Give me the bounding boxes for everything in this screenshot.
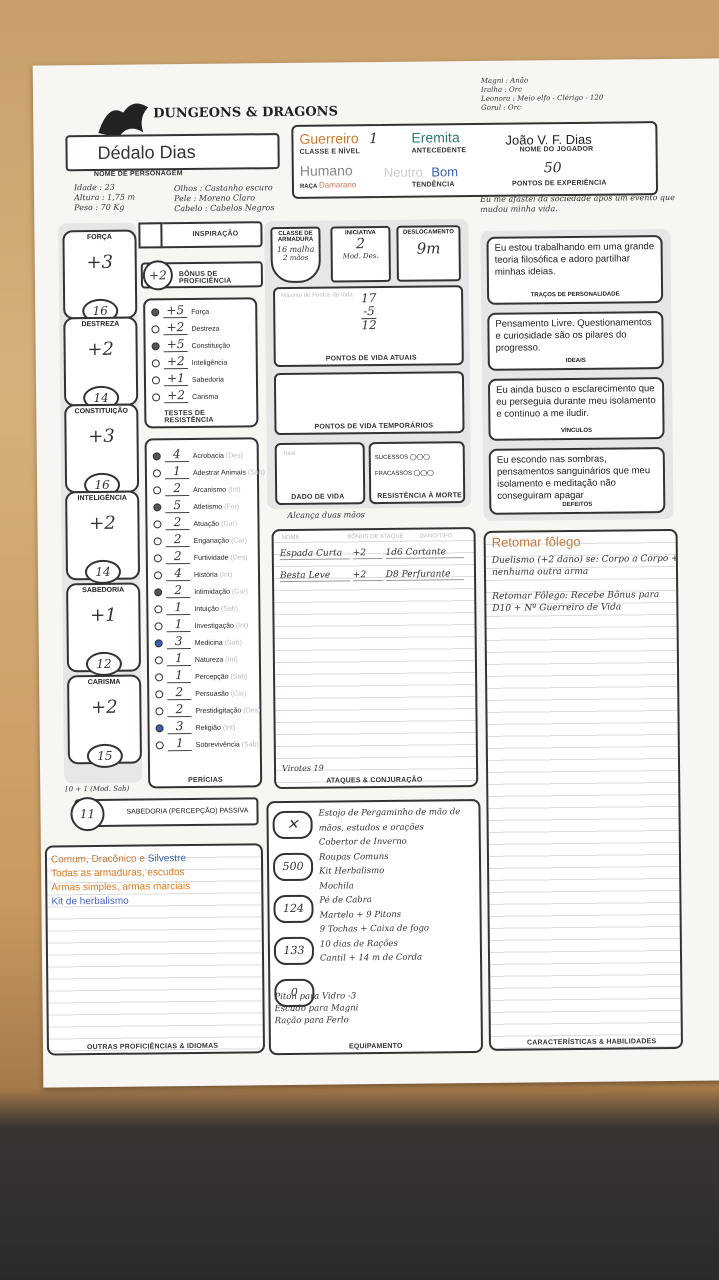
character-name[interactable]: Dédalo Dias — [97, 141, 196, 163]
equipment-extra: Piton para Vidro -3 Escudo para Magni Ra… — [274, 991, 359, 1027]
character-sheet: DUNGEONS & DRAGONS Dédalo Dias NOME DE P… — [32, 58, 719, 1088]
hit-dice-box[interactable]: Total DADO DE VIDA — [274, 442, 366, 506]
equipment-list: Estojo de Pergaminho de mão de mãos, est… — [318, 807, 461, 964]
background-label: ANTECEDENTE — [411, 147, 467, 155]
coin-slot[interactable]: ✕ — [272, 810, 313, 840]
temp-hit-points-box[interactable]: PONTOS DE VIDA TEMPORÁRIOS — [273, 371, 465, 436]
attacks-box: NOME BÔNUS DE ATAQUE DANO/TIPO Espada Cu… — [271, 527, 479, 790]
flaws[interactable]: Eu escondo nas sombras, pensamentos sang… — [488, 447, 666, 515]
ideals[interactable]: Pensamento Livre. Questionamentos e curi… — [487, 311, 664, 371]
personal-notes-2: Olhos : Castanho escuro Pele : Moreno Cl… — [173, 183, 275, 214]
alignment-label: TENDÊNCIA — [411, 181, 455, 189]
header-info-box: Guerreiro 1 CLASSE E NÍVEL Eremita ANTEC… — [291, 121, 659, 199]
death-saves-box[interactable]: SUCESSOS ◯-◯-◯ FRACASSOS ◯-◯-◯ RESISTÊNC… — [368, 441, 466, 505]
passive-perception-box[interactable]: 11 SABEDORIA (PERCEPÇÃO) PASSIVA — [70, 796, 259, 832]
inspiration-box[interactable]: INSPIRAÇÃO — [138, 221, 263, 249]
attack-row[interactable]: Espada Curta +2 1d6 Cortante — [279, 547, 464, 561]
xp-label: PONTOS DE EXPERIÊNCIA — [511, 179, 607, 188]
backstory-note: Eu me afastei da sociedade após um event… — [480, 192, 675, 214]
hit-points-box[interactable]: Máximo de Pontos de Vida 17 -5 12 PONTOS… — [273, 285, 464, 368]
speed-box[interactable]: DESLOCAMENTO 9m — [396, 225, 461, 282]
bonds[interactable]: Eu ainda busco o esclarecimento que eu p… — [487, 377, 665, 441]
top-margin-notes: Magni : Anão Iralha : Orc Leonora : Meio… — [480, 76, 604, 112]
reach-note: Alcança duas mãos — [287, 510, 365, 520]
saves-label: TESTES DE RESISTÊNCIA — [164, 409, 214, 425]
coin-column: ✕ 500 124 133 0 — [272, 810, 315, 1008]
coin-slot[interactable]: 133 — [273, 936, 315, 966]
coin-slot[interactable]: 124 — [273, 894, 314, 924]
proficiencies-box[interactable]: Comum, Dracônico e Silvestre Todas as ar… — [44, 843, 266, 1056]
coin-slot[interactable]: 500 — [272, 852, 314, 882]
race-field[interactable]: Humano — [299, 162, 353, 179]
skills-label: PERÍCIAS — [188, 776, 223, 785]
xp-value[interactable]: 50 — [543, 160, 562, 177]
features-box[interactable]: Retomar fôlego Duelismo (+2 dano) se: Co… — [483, 528, 683, 1051]
passive-note: 10 + 1 (Mod. Sab) — [64, 784, 130, 794]
attack-row[interactable]: Besta Leve +2 D8 Perfurante — [279, 569, 464, 583]
game-logo: DUNGEONS & DRAGONS — [153, 104, 338, 122]
proficiency-box[interactable]: +2 BÔNUS DE PROFICIÊNCIA — [140, 260, 264, 291]
character-name-label: NOME DE PERSONAGEM — [93, 170, 183, 178]
alignment-field[interactable]: Neutro Bom — [383, 164, 459, 180]
character-name-banner: Dédalo Dias — [65, 133, 280, 172]
dragon-logo-icon — [93, 92, 154, 143]
personality-traits[interactable]: Eu estou trabalhando em uma grande teori… — [486, 235, 664, 305]
equipment-box[interactable]: ✕ 500 124 133 0 Estojo de Pergaminho de … — [266, 798, 484, 1056]
player-name-label: NOME DO JOGADOR — [519, 145, 594, 154]
class-level-label: CLASSE E NÍVEL — [299, 148, 360, 156]
class-field[interactable]: Guerreiro 1 — [299, 130, 379, 148]
background-value[interactable]: Eremita — [411, 129, 460, 146]
initiative-box[interactable]: INICIATIVA 2 Mod. Des. — [330, 225, 391, 283]
armor-class-shield[interactable]: CLASSE DE ARMADURA 16 malha 2 mãos — [270, 226, 321, 284]
